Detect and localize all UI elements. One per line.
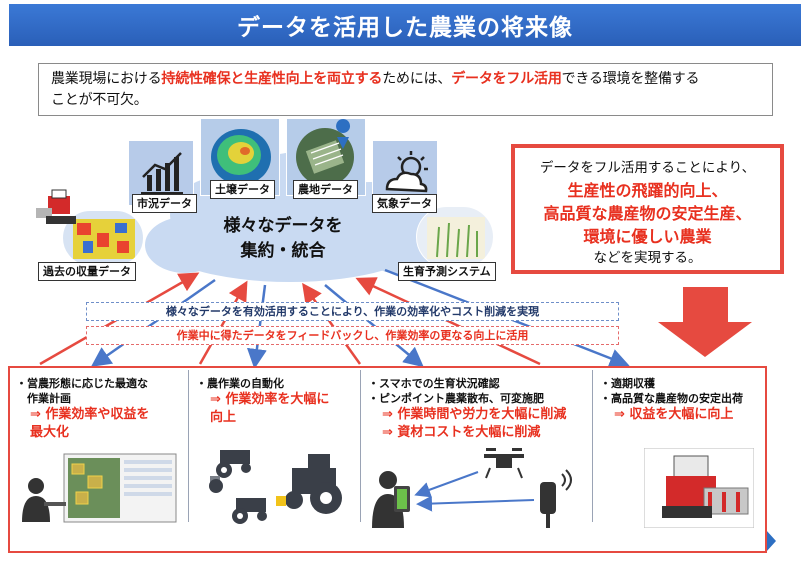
result-highlight: 環境に優しい農業 — [583, 227, 712, 246]
stage-bullet: ・適期収穫 — [600, 377, 655, 390]
intro-text: 農業現場における持続性確保と生産性向上を両立するためには、データをフル活用できる… — [38, 63, 773, 116]
combine-harvester-photo — [644, 448, 754, 528]
bar-chart-icon — [141, 152, 183, 194]
stage-bullet: ・農作業の自動化 — [196, 377, 284, 390]
stage-bullet: ・ピンポイント農薬散布、可変施肥 — [368, 392, 544, 405]
soil-data-label: 土壌データ — [210, 180, 275, 199]
result-text: データをフル活用することにより、 生産性の飛躍的向上、 高品質な農産物の安定生産… — [515, 148, 780, 270]
growth-system-tile — [416, 206, 494, 268]
stage-benefit: ⇒ 収益を大幅に向上 — [614, 407, 734, 422]
yield-data-tile — [62, 210, 144, 266]
stage-bullet: ・スマホでの生育状況確認 — [368, 377, 500, 390]
stage-label-tillage: 耕起・播種・移植 — [224, 534, 325, 550]
weather-data-label: 気象データ — [372, 194, 437, 213]
cloud-line-2: 集約・統合 — [240, 241, 326, 261]
stage-divider — [360, 370, 361, 522]
market-data-label: 市況データ — [132, 194, 197, 213]
result-line: データをフル活用することにより、 — [539, 160, 756, 176]
soil-map-icon — [211, 129, 271, 185]
stage-benefit: ⇒ 資材コストを大幅に削減 — [382, 425, 541, 440]
stage-benefit: 向上 — [210, 410, 237, 425]
big-down-arrow — [658, 287, 752, 357]
stage-bullet: 作業計画 — [16, 392, 71, 405]
stage-benefit: ⇒ 作業効率を大幅に — [210, 392, 330, 407]
growth-system-label: 生育予測システム — [398, 262, 496, 281]
farmland-data-label: 農地データ — [293, 180, 358, 199]
result-highlight: 生産性の飛躍的向上、 — [567, 181, 728, 200]
result-highlight: 高品質な農産物の安定生産、 — [543, 204, 752, 223]
drone-sensor-illustration — [372, 448, 572, 528]
intro-part: ためには、 — [382, 71, 452, 87]
yield-heatmap-icon — [73, 219, 135, 259]
stage-divider — [592, 370, 593, 522]
stage-benefit: ⇒ 作業時間や労力を大幅に削減 — [382, 407, 567, 422]
stage-label-harvest: 収穫 — [667, 534, 693, 550]
page-title: データを活用した農業の将来像 — [9, 4, 801, 46]
map-pin-icon — [296, 119, 354, 186]
weather-icon — [385, 151, 428, 193]
combine-harvester-icon — [36, 189, 76, 224]
stage-label-planning: 作業計画の策定 — [55, 534, 143, 550]
note-efficiency: 様々なデータを有効活用することにより、作業の効率化やコスト削減を実現 — [86, 302, 619, 321]
stage-planning: ・営農形態に応じた最適な 作業計画 ⇒ 作業効率や収益を 最大化 — [10, 368, 186, 528]
stage-tillage: ・農作業の自動化 ⇒ 作業効率を大幅に 向上 — [190, 368, 358, 528]
stage-bullet: ・高品質な農産物の安定出荷 — [600, 392, 743, 405]
combine-image — [34, 188, 82, 228]
intro-part: 農業現場における — [51, 71, 162, 87]
cloud-caption: 様々なデータを 集約・統合 — [203, 214, 363, 264]
stage-harvest: ・適期収穫 ・高品質な農産物の安定出荷 ⇒ 収益を大幅に向上 — [594, 368, 766, 528]
intro-highlight: データをフル活用 — [451, 71, 562, 87]
stage-divider — [188, 370, 189, 522]
intro-part: ことが不可欠。 — [51, 92, 148, 108]
planning-illustration — [22, 453, 177, 523]
stage-growth: ・スマホでの生育状況確認 ・ピンポイント農薬散布、可変施肥 ⇒ 作業時間や労力を… — [362, 368, 590, 528]
yield-data-label: 過去の収量データ — [38, 262, 136, 281]
stage-panel: ・営農形態に応じた最適な 作業計画 ⇒ 作業効率や収益を 最大化 ・農作業の自動… — [8, 366, 767, 553]
note-feedback: 作業中に得たデータをフィードバックし、作業効率の更なる向上に活用 — [86, 326, 619, 345]
result-line: などを実現する。 — [593, 250, 702, 266]
crop-sprout-icon — [427, 217, 485, 259]
stage-bullet: ・営農形態に応じた最適な — [16, 377, 148, 390]
result-box: データをフル活用することにより、 生産性の飛躍的向上、 高品質な農産物の安定生産… — [511, 144, 784, 274]
tractor-illustration — [209, 450, 342, 524]
stage-benefit: 最大化 — [30, 425, 70, 440]
intro-part: できる環境を整備する — [561, 71, 700, 87]
stage-label-growth: 生育管理 — [447, 534, 498, 550]
cloud-line-1: 様々なデータを — [223, 216, 343, 236]
intro-highlight: 持続性確保と生産性向上を両立する — [161, 71, 383, 87]
stage-benefit: ⇒ 作業効率や収益を — [30, 407, 150, 422]
